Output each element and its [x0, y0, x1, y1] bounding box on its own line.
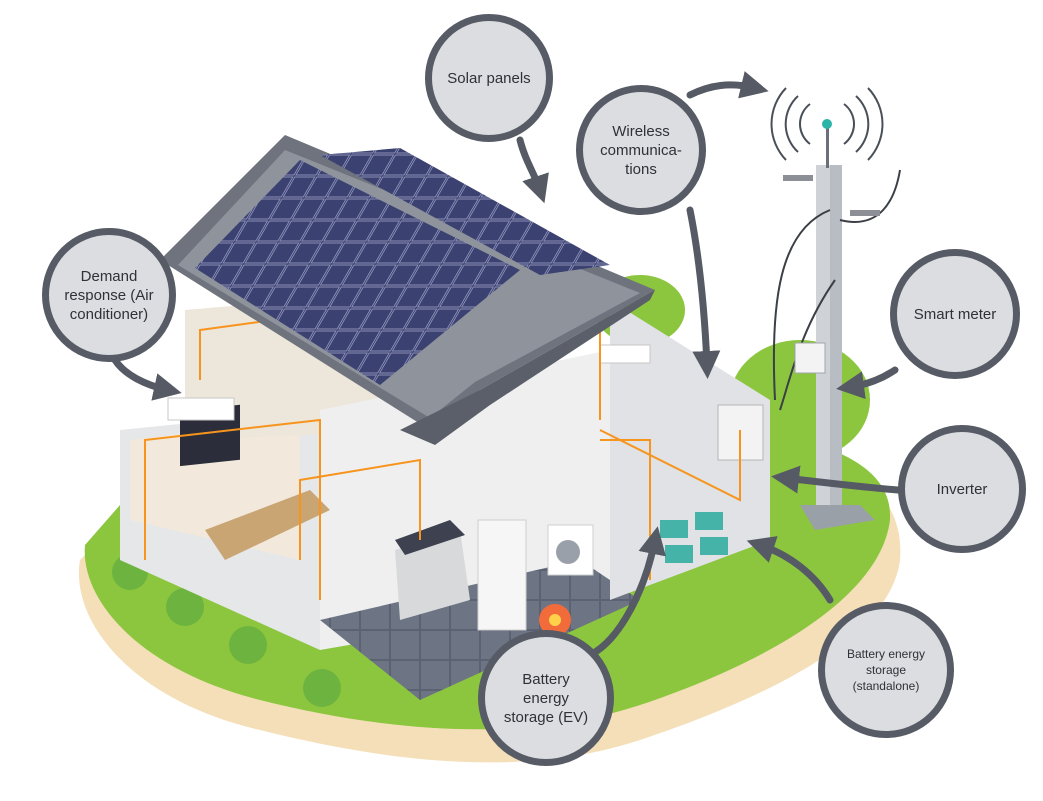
- callout-demand-response: Demand response (Air conditioner): [42, 228, 176, 362]
- callout-inverter-label: Inverter: [936, 480, 988, 498]
- callout-solar-panels-label: Solar panels: [447, 69, 531, 87]
- solar-panel-array-left: [195, 160, 520, 385]
- callout-battery-ev: Battery energy storage (EV): [478, 630, 614, 766]
- callout-battery-standalone: Battery energy storage (standalone): [818, 602, 954, 738]
- solar-panel-array-right: [320, 148, 610, 275]
- callout-demand-response-label: Demand response (Air conditioner): [64, 267, 154, 323]
- callout-smart-meter-label: Smart meter: [913, 305, 997, 323]
- callout-inverter: Inverter: [898, 425, 1026, 553]
- roof: [160, 135, 655, 445]
- callout-battery-standalone-label: Battery energy storage (standalone): [846, 647, 926, 693]
- callout-arrows: [111, 71, 902, 659]
- callout-solar-panels: Solar panels: [425, 14, 553, 142]
- utility-pole: [770, 87, 901, 530]
- callout-battery-ev-label: Battery energy storage (EV): [503, 670, 589, 726]
- callout-smart-meter: Smart meter: [890, 249, 1020, 379]
- callout-wireless-communications: Wireless communica- tions: [576, 85, 706, 215]
- callout-wireless-label: Wireless communica- tions: [600, 122, 682, 178]
